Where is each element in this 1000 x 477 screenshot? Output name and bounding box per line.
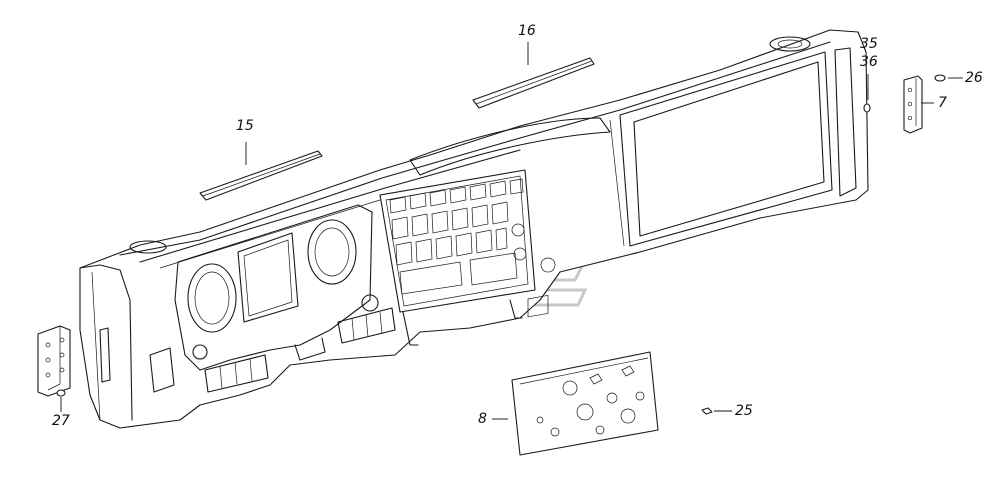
trim-strip-16 <box>472 57 595 109</box>
callout-35: 35 <box>860 36 878 52</box>
fastener-35-36 <box>863 103 871 113</box>
trim-strip-15 <box>199 150 323 201</box>
callout-16: 16 <box>518 23 536 39</box>
bracket-7 <box>903 75 923 134</box>
callout-27: 27 <box>52 413 70 429</box>
dashboard-panel <box>79 29 869 429</box>
console-switch-grid <box>389 178 556 295</box>
backing-plate-8 <box>511 294 659 456</box>
callout-26: 26 <box>965 70 983 86</box>
bracket-27 <box>37 325 71 397</box>
callout-36: 36 <box>860 54 878 70</box>
callout-15: 15 <box>236 118 254 134</box>
fastener-26 <box>934 74 946 82</box>
leader-lines <box>60 42 963 420</box>
callout-25: 25 <box>735 403 753 419</box>
callout-8: 8 <box>478 411 487 427</box>
callout-7: 7 <box>938 95 947 111</box>
clip-25 <box>701 407 713 415</box>
